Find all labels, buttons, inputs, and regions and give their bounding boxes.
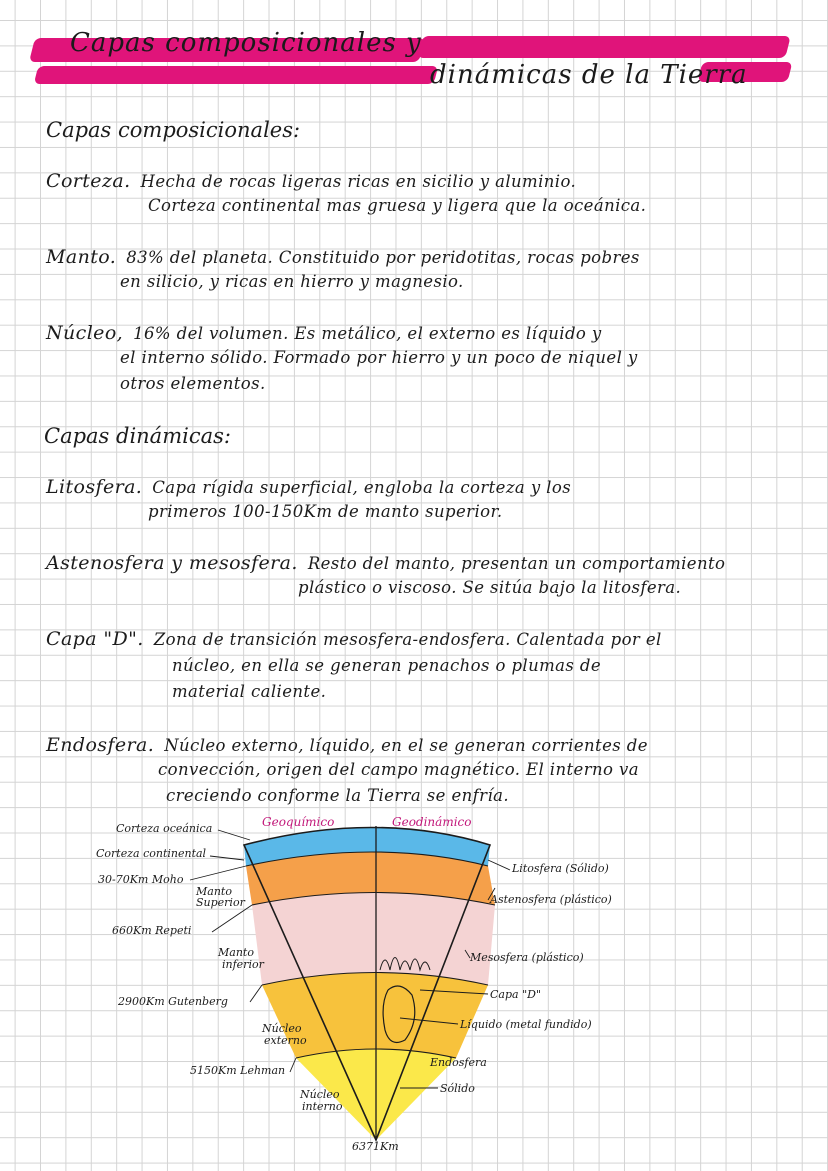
label-gutenberg: 2900Km Gutenberg	[117, 995, 228, 1008]
label-litosfera: Litosfera (Sólido)	[511, 862, 609, 875]
corteza-line2: Corteza continental mas gruesa y ligera …	[148, 196, 647, 215]
label-geoquimico: Geoquímico	[262, 815, 334, 829]
label-manto-superior-1: Manto	[195, 885, 232, 898]
label-radio: 6371Km	[352, 1140, 399, 1153]
boundary-repetti	[251, 891, 496, 906]
label-mesosfera: Mesosfera (plástico)	[469, 951, 584, 964]
page-title-line1: Capas composicionales y	[70, 28, 422, 58]
corteza-line1: Corteza. Hecha de rocas ligeras ricas en …	[46, 170, 576, 192]
endosfera-line3: creciendo conforme la Tierra se enfría.	[166, 786, 510, 805]
label-liquido: Líquido (metal fundido)	[459, 1018, 592, 1031]
label-manto-inferior-1: Manto	[217, 946, 254, 959]
nucleo-line2: el interno sólido. Formado por hierro y …	[120, 348, 638, 367]
capa-d-line1: Capa "D". Zona de transición mesosfera-en…	[46, 628, 662, 650]
page-title-line2: dinámicas de la Tierra	[430, 60, 748, 90]
label-corteza-continental: Corteza continental	[96, 847, 207, 860]
litosfera-line2: primeros 100-150Km de manto superior.	[148, 502, 503, 521]
astenosfera-text1: Resto del manto, presentan un comportami…	[307, 554, 726, 573]
label-manto-inferior-2: inferior	[222, 958, 265, 971]
label-repetti: 660Km Repeti	[112, 924, 191, 937]
label-corteza-oceanica: Corteza oceánica	[116, 822, 212, 835]
layer-manto-inferior	[252, 892, 495, 985]
manto-line1: Manto. 83% del planeta. Constituido por p…	[46, 246, 640, 268]
plume-marks	[379, 957, 431, 972]
layer-corteza	[244, 827, 490, 866]
label-nucleo-externo-1: Núcleo	[261, 1022, 302, 1035]
capa-d-loop	[382, 985, 416, 1043]
nucleo-line3: otros elementos.	[120, 374, 266, 393]
nucleo-text1: 16% del volumen. Es metálico, el externo…	[133, 324, 602, 343]
astenosfera-line1: Astenosfera y mesosfera. Resto del manto,…	[46, 552, 725, 574]
litosfera-line1: Litosfera. Capa rígida superficial, englo…	[46, 476, 571, 498]
astenosfera-line2: plástico o viscoso. Se sitúa bajo la lit…	[298, 578, 682, 597]
manto-text1: 83% del planeta. Constituido por peridot…	[126, 248, 640, 267]
label-solido: Sólido	[440, 1082, 475, 1095]
section-heading-dinamicas: Capas dinámicas:	[44, 424, 231, 448]
layer-nucleo-externo	[262, 972, 488, 1058]
label-manto-superior-2: Superior	[196, 896, 246, 909]
capa-d-line3: material caliente.	[172, 682, 327, 701]
label-nucleo-interno-1: Núcleo	[299, 1088, 340, 1101]
endosfera-line2: convección, origen del campo magnético. …	[158, 760, 639, 779]
label-endosfera: Endosfera	[429, 1056, 487, 1069]
label-capa-d: Capa "D"	[490, 988, 541, 1001]
endosfera-line1: Endosfera. Núcleo externo, líquido, en el…	[46, 734, 648, 756]
section-heading-composicionales: Capas composicionales:	[46, 118, 301, 142]
corteza-text1: Hecha de rocas ligeras ricas en sicilio …	[140, 172, 577, 191]
astenosfera-term: Astenosfera y mesosfera.	[46, 552, 298, 574]
label-nucleo-interno-2: interno	[302, 1100, 343, 1113]
litosfera-text1: Capa rígida superficial, engloba la cort…	[152, 478, 572, 497]
manto-term: Manto.	[46, 246, 117, 268]
endosfera-term: Endosfera.	[46, 734, 155, 756]
label-lehman: 5150Km Lehman	[190, 1064, 285, 1077]
label-moho: 30-70Km Moho	[98, 873, 184, 886]
boundary-moho	[245, 851, 489, 867]
manto-line2: en silicio, y ricas en hierro y magnesio…	[120, 272, 464, 291]
capa-d-text1: Zona de transición mesosfera-endosfera. …	[153, 630, 662, 649]
earth-outline	[242, 826, 492, 1143]
nucleo-term: Núcleo,	[46, 322, 124, 344]
layer-manto-superior	[246, 852, 495, 905]
corteza-term: Corteza.	[46, 170, 131, 192]
label-geodinamico: Geodinámico	[392, 815, 471, 829]
litosfera-term: Litosfera.	[46, 476, 143, 498]
capa-d-term: Capa "D".	[46, 628, 144, 650]
endosfera-text1: Núcleo externo, líquido, en el se genera…	[164, 736, 648, 755]
label-nucleo-externo-2: externo	[264, 1034, 307, 1047]
nucleo-line1: Núcleo, 16% del volumen. Es metálico, el …	[46, 322, 602, 344]
capa-d-line2: núcleo, en ella se generan penachos o pl…	[172, 656, 602, 675]
label-astenosfera: Astenosfera (plástico)	[489, 893, 612, 906]
